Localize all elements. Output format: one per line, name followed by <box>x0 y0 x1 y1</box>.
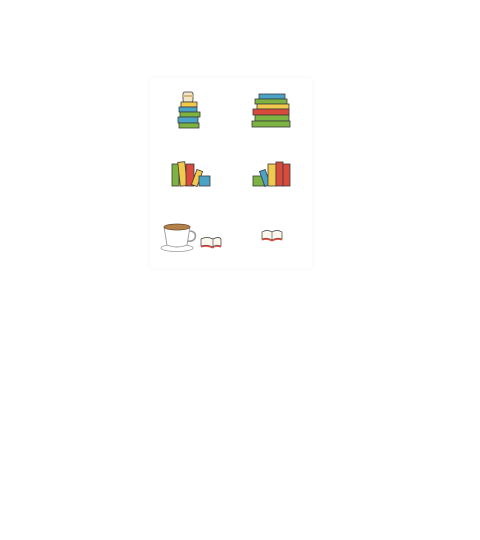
leaning-books-icon <box>171 160 210 187</box>
sticker-coffee-cup-with-book[interactable] <box>150 204 231 267</box>
open-book-icon <box>261 229 282 241</box>
sticker-book-stack-with-cup[interactable] <box>150 78 231 141</box>
large-book-stack-icon <box>251 93 290 127</box>
book-stack-with-cup-icon <box>177 91 200 128</box>
coffee-cup-with-book-icon <box>160 223 221 252</box>
sticker-sheet <box>150 78 312 268</box>
sticker-leaning-books-right[interactable] <box>231 141 312 204</box>
sticker-open-book[interactable] <box>231 204 312 267</box>
leaning-books-icon <box>252 161 290 187</box>
sticker-large-book-stack[interactable] <box>231 78 312 141</box>
sticker-leaning-books-left[interactable] <box>150 141 231 204</box>
